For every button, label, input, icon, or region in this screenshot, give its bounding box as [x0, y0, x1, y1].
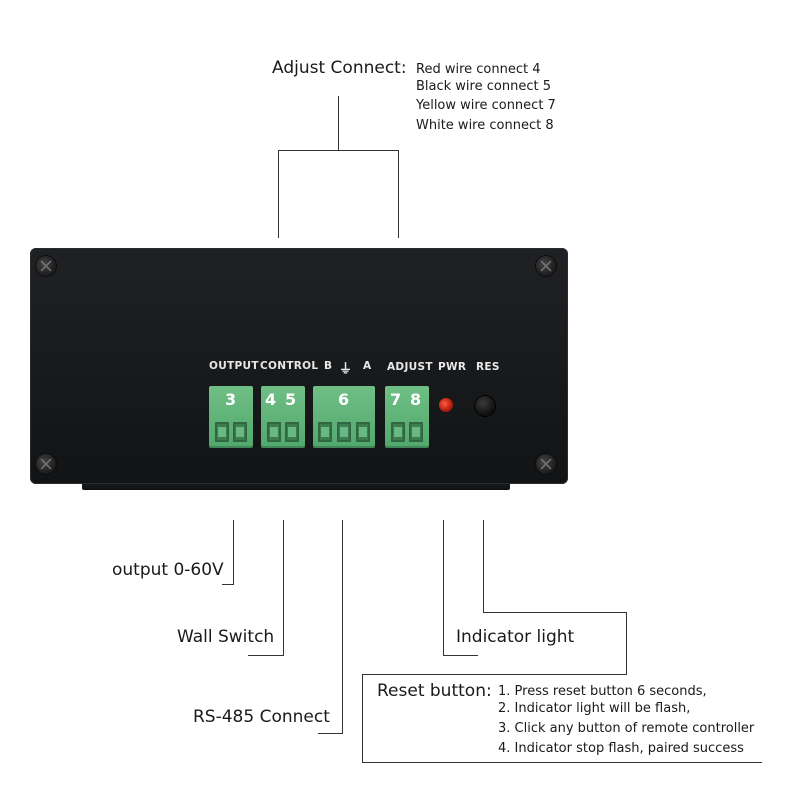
reset-leader-horizontal	[483, 612, 627, 613]
terminal-control[interactable]: 4 5	[261, 386, 305, 448]
terminal-adjust[interactable]: 7 8	[385, 386, 429, 448]
indicator-callout: Indicator light	[456, 627, 575, 647]
terminal-screw-slot	[267, 422, 281, 442]
terminal-number: 4	[265, 390, 277, 409]
indicator-leader-vertical	[443, 520, 444, 655]
terminal-screw-slot	[318, 422, 332, 442]
power-indicator-led	[439, 398, 453, 412]
label-res: RES	[476, 361, 500, 373]
wall-switch-leader-horizontal	[248, 655, 284, 656]
label-control: CONTROL	[260, 360, 319, 372]
terminal-number: 7	[390, 390, 402, 409]
screw-icon	[36, 454, 56, 474]
reset-step-1: 1. Press reset button 6 seconds,	[498, 684, 707, 699]
terminal-number: 5	[285, 390, 297, 409]
label-a: A	[363, 360, 372, 372]
reset-box-bottom	[362, 762, 762, 763]
reset-title: Reset button:	[377, 681, 492, 701]
reset-step-3: 3. Click any button of remote controller	[498, 721, 755, 736]
terminal-screw-slot	[391, 422, 405, 442]
ground-icon: ⏚	[339, 362, 353, 377]
terminal-screw-slot	[285, 422, 299, 442]
reset-leader-right	[626, 612, 627, 674]
adjust-leader-vertical-top	[338, 96, 339, 150]
reset-button[interactable]	[475, 396, 495, 416]
terminal-number: 6	[338, 390, 350, 409]
terminal-screw-slot	[356, 422, 370, 442]
adjust-connect-line-3: Yellow wire connect 7	[416, 98, 556, 113]
adjust-leader-horizontal	[278, 150, 399, 151]
label-adjust: ADJUST	[387, 361, 433, 373]
rs485-callout: RS-485 Connect	[193, 707, 330, 727]
terminal-screw-slot	[409, 422, 423, 442]
reset-box-top	[362, 674, 627, 675]
adjust-connect-line-1: Red wire connect 4	[416, 62, 541, 77]
rs485-leader-vertical	[342, 520, 343, 733]
label-b: B	[324, 360, 333, 372]
terminal-screw-slot	[233, 422, 247, 442]
wall-switch-callout: Wall Switch	[177, 627, 275, 647]
terminal-output[interactable]: 3	[209, 386, 253, 448]
screw-icon	[536, 256, 556, 276]
controller-device: OUTPUT CONTROL B ⏚ A ADJUST PWR RES 3 4 …	[30, 248, 568, 484]
terminal-rs485[interactable]: 6	[313, 386, 375, 448]
output-callout: output 0-60V	[112, 560, 224, 580]
terminal-screw-slot	[215, 422, 229, 442]
adjust-connect-title: Adjust Connect:	[272, 58, 407, 78]
label-output: OUTPUT	[209, 360, 259, 372]
adjust-connect-line-2: Black wire connect 5	[416, 79, 551, 94]
label-pwr: PWR	[438, 361, 467, 373]
adjust-leader-left	[278, 150, 279, 238]
adjust-leader-right	[398, 150, 399, 238]
reset-step-2: 2. Indicator light will be flash,	[498, 701, 691, 716]
reset-box-left	[362, 674, 363, 762]
reset-step-4: 4. Indicator stop flash, paired success	[498, 741, 744, 756]
output-leader-horizontal	[222, 584, 234, 585]
terminal-screw-slot	[337, 422, 351, 442]
adjust-connect-line-4: White wire connect 8	[416, 118, 554, 133]
output-leader-vertical	[233, 520, 234, 584]
reset-leader-vertical	[483, 520, 484, 612]
indicator-leader-horizontal	[443, 655, 478, 656]
wall-switch-leader-vertical	[283, 520, 284, 655]
terminal-number: 3	[225, 390, 237, 409]
screw-icon	[536, 454, 556, 474]
rs485-leader-horizontal	[318, 733, 343, 734]
terminal-number: 8	[410, 390, 422, 409]
screw-icon	[36, 256, 56, 276]
